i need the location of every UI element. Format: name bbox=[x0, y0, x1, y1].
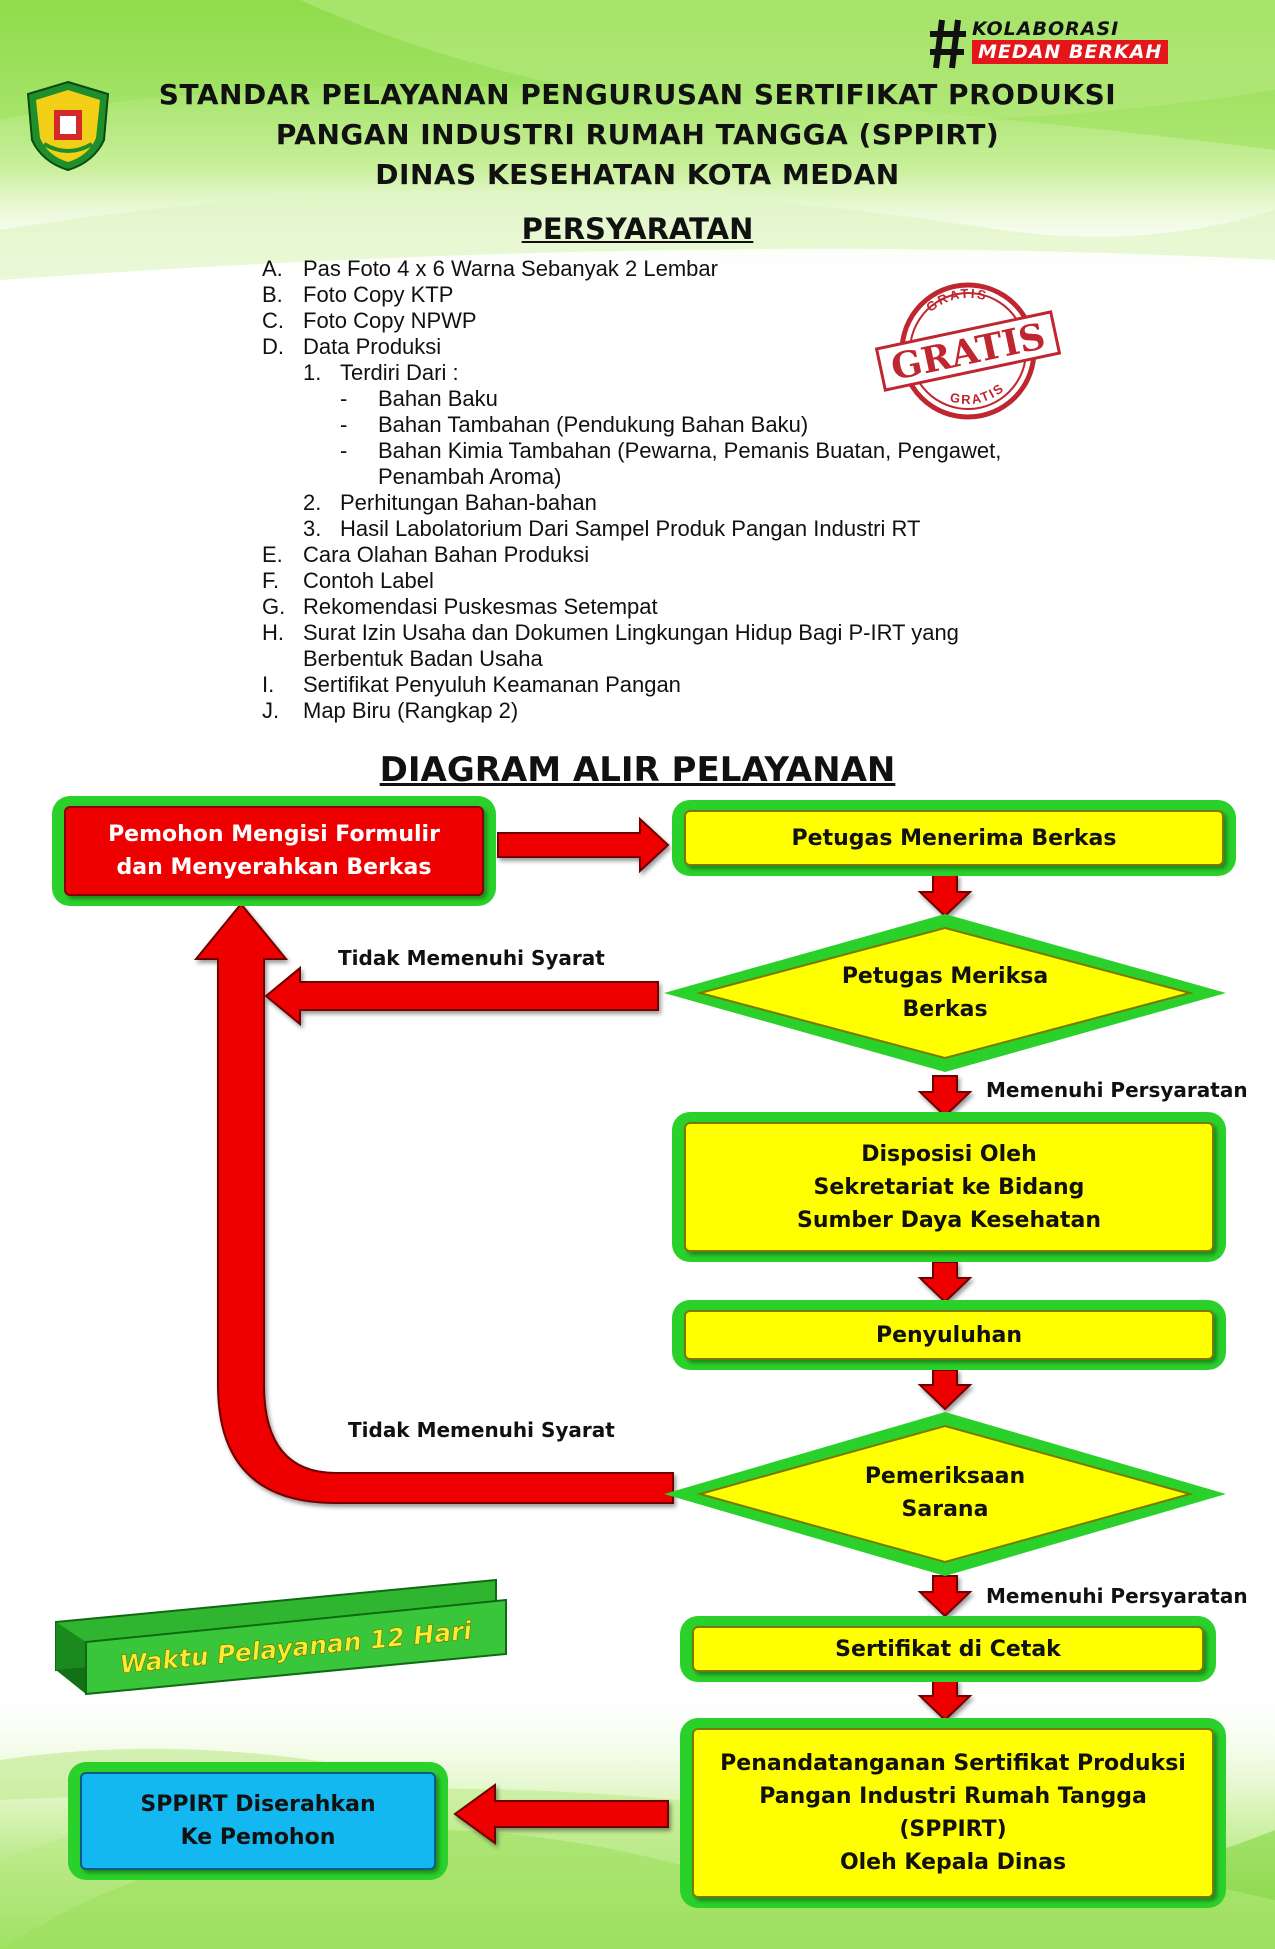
requirement-marker: C. bbox=[262, 308, 284, 333]
arrow-print-to-signing bbox=[917, 1679, 973, 1722]
requirement-text: Berbentuk Badan Usaha bbox=[303, 646, 543, 671]
node-receive: Petugas Menerima Berkas bbox=[672, 800, 1236, 876]
node-signing-text: Penandatanganan Sertifikat Produksi Pang… bbox=[720, 1751, 1186, 1875]
requirement-text: Pas Foto 4 x 6 Warna Sebanyak 2 Lembar bbox=[303, 256, 718, 281]
node-print-text: Sertifikat di Cetak bbox=[835, 1636, 1061, 1662]
requirements-heading: PERSYARATAN bbox=[521, 212, 754, 246]
requirement-marker: G. bbox=[262, 594, 286, 619]
gratis-stamp: GRATIS GRATIS GRATIS bbox=[875, 280, 1061, 420]
node-inspection-text: Pemeriksaan Sarana bbox=[864, 1464, 1026, 1522]
hashtag-badge: KOLABORASI MEDAN BERKAH bbox=[928, 18, 1208, 74]
arrow-inspection-fail-loop bbox=[193, 902, 674, 1504]
requirement-marker: I. bbox=[262, 672, 275, 697]
requirement-marker: H. bbox=[262, 620, 284, 645]
requirement-text: Surat Izin Usaha dan Dokumen Lingkungan … bbox=[303, 620, 959, 645]
arrow-receive-to-check bbox=[917, 874, 973, 918]
title-line-2: PANGAN INDUSTRI RUMAH TANGGA (SPPIRT) bbox=[275, 118, 1000, 151]
requirement-marker: 2. bbox=[303, 490, 322, 515]
requirement-text: Terdiri Dari : bbox=[340, 360, 459, 385]
requirement-text: Foto Copy NPWP bbox=[303, 308, 477, 333]
decision-check-shape bbox=[664, 914, 1226, 1072]
node-check-text: Petugas Meriksa Berkas bbox=[841, 964, 1049, 1022]
requirement-marker: 3. bbox=[303, 516, 322, 541]
requirement-marker: E. bbox=[262, 542, 283, 567]
arrow-check-fail bbox=[264, 965, 659, 1027]
arrow-counseling-to-inspection bbox=[917, 1369, 973, 1411]
arrow-disposition-to-counseling bbox=[917, 1261, 973, 1304]
requirement-marker: - bbox=[340, 412, 348, 437]
requirement-marker: 1. bbox=[303, 360, 322, 385]
decision-inspection-shape bbox=[664, 1412, 1226, 1576]
node-handover-text: SPPIRT Diserahkan Ke Pemohon bbox=[140, 1792, 376, 1850]
requirement-text: Hasil Labolatorium Dari Sampel Produk Pa… bbox=[340, 516, 921, 541]
node-receive-text: Petugas Menerima Berkas bbox=[791, 825, 1117, 851]
requirement-marker: J. bbox=[262, 698, 280, 723]
arrow-applicant-to-receive bbox=[497, 816, 670, 874]
arrow-check-to-disposition bbox=[917, 1075, 973, 1118]
label-fail-2: Tidak Memenuhi Syarat bbox=[348, 1418, 615, 1442]
node-counseling-text: Penyuluhan bbox=[875, 1322, 1023, 1348]
requirement-marker: F. bbox=[262, 568, 280, 593]
hashtag-icon bbox=[930, 19, 966, 69]
requirement-text: Foto Copy KTP bbox=[303, 282, 454, 307]
hashtag-top-text: KOLABORASI bbox=[972, 18, 1120, 40]
requirement-text: Bahan Kimia Tambahan (Pewarna, Pemanis B… bbox=[378, 438, 1002, 463]
hashtag-bottom-text: MEDAN BERKAH bbox=[972, 40, 1169, 64]
node-disposition: Disposisi Oleh Sekretariat ke Bidang Sum… bbox=[672, 1112, 1226, 1262]
arrow-signing-to-handover bbox=[453, 1783, 669, 1845]
requirement-text: Contoh Label bbox=[303, 568, 434, 593]
label-pass-2: Memenuhi Persyaratan bbox=[986, 1584, 1248, 1608]
label-fail-1: Tidak Memenuhi Syarat bbox=[338, 946, 605, 970]
node-counseling: Penyuluhan bbox=[672, 1300, 1226, 1370]
service-time-banner: Waktu Pelayanan 12 Hari bbox=[55, 1578, 507, 1696]
node-disposition-text: Disposisi Oleh Sekretariat ke Bidang Sum… bbox=[796, 1141, 1101, 1233]
requirement-marker: - bbox=[340, 386, 348, 411]
city-emblem-logo bbox=[26, 80, 110, 172]
requirement-text: Penambah Aroma) bbox=[378, 464, 562, 489]
requirement-text: Map Biru (Rangkap 2) bbox=[303, 698, 519, 723]
arrow-inspection-to-print bbox=[917, 1575, 973, 1618]
requirement-text: Cara Olahan Bahan Produksi bbox=[303, 542, 590, 567]
diagram-heading: DIAGRAM ALIR PELAYANAN bbox=[379, 750, 896, 790]
requirement-text: Data Produksi bbox=[303, 334, 442, 359]
node-signing: Penandatanganan Sertifikat Produksi Pang… bbox=[680, 1718, 1226, 1908]
label-pass-1: Memenuhi Persyaratan bbox=[986, 1078, 1248, 1102]
requirement-marker: D. bbox=[262, 334, 284, 359]
requirement-text: Bahan Baku bbox=[378, 386, 498, 411]
title-line-3: DINAS KESEHATAN KOTA MEDAN bbox=[375, 158, 900, 191]
requirement-text: Bahan Tambahan (Pendukung Bahan Baku) bbox=[378, 412, 809, 437]
node-print: Sertifikat di Cetak bbox=[680, 1616, 1216, 1682]
title-line-1: STANDAR PELAYANAN PENGURUSAN SERTIFIKAT … bbox=[158, 78, 1117, 111]
node-handover: SPPIRT Diserahkan Ke Pemohon bbox=[68, 1762, 448, 1880]
requirement-marker: A. bbox=[262, 256, 283, 281]
node-applicant: Pemohon Mengisi Formulir dan Menyerahkan… bbox=[52, 796, 496, 906]
requirement-marker: B. bbox=[262, 282, 283, 307]
node-applicant-text: Pemohon Mengisi Formulir dan Menyerahkan… bbox=[108, 822, 440, 880]
requirement-text: Sertifikat Penyuluh Keamanan Pangan bbox=[303, 672, 681, 697]
requirement-marker: - bbox=[340, 438, 348, 463]
requirement-text: Rekomendasi Puskesmas Setempat bbox=[303, 594, 658, 619]
requirement-text: Perhitungan Bahan-bahan bbox=[340, 490, 597, 515]
